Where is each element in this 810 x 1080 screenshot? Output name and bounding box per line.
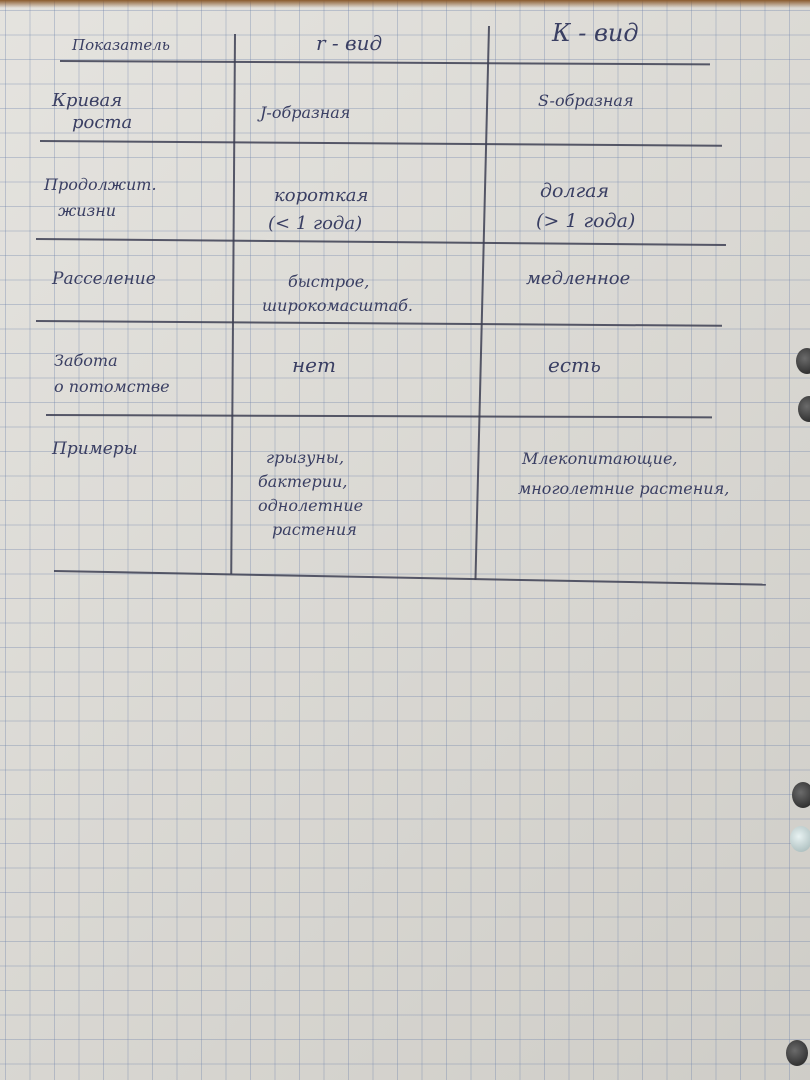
row-divider-1 bbox=[39, 140, 722, 147]
binder-hole bbox=[798, 396, 810, 422]
row-parental-care-r: нет bbox=[292, 353, 336, 377]
row-divider-4 bbox=[45, 414, 712, 418]
header-k-species: К - вид bbox=[552, 19, 639, 47]
row-lifespan-k: долгая (> 1 года) bbox=[536, 180, 636, 232]
row-examples-r: грызуны, бактерии, однолетние растения bbox=[258, 448, 364, 539]
binder-hole bbox=[796, 348, 810, 374]
row-divider-2 bbox=[35, 238, 726, 246]
row-examples-k: Млекопитающие, многолетние растения, bbox=[518, 449, 730, 498]
binder-hole bbox=[792, 782, 810, 808]
row-divider-bottom bbox=[53, 570, 766, 586]
header-r-species: r - вид bbox=[316, 31, 383, 55]
header-indicator: Показатель bbox=[72, 36, 170, 54]
binder-hole bbox=[790, 826, 810, 852]
row-lifespan-r: короткая (< 1 года) bbox=[268, 185, 369, 234]
row-examples-label: Примеры bbox=[52, 439, 138, 459]
row-dispersal-label: Расселение bbox=[52, 269, 156, 289]
row-dispersal-k: медленное bbox=[526, 268, 631, 289]
row-lifespan-label: Продолжит. жизни bbox=[44, 175, 157, 220]
row-divider-header bbox=[59, 60, 710, 65]
binder-hole bbox=[786, 1040, 808, 1066]
desk-edge bbox=[0, 0, 810, 8]
row-growth-curve-k: S-образная bbox=[538, 91, 634, 110]
row-parental-care-label: Забота о потомстве bbox=[54, 351, 170, 396]
row-parental-care-k: есть bbox=[548, 353, 601, 377]
row-growth-curve-label: Кривая роста bbox=[52, 90, 133, 133]
column-divider-1 bbox=[230, 33, 236, 574]
column-divider-2 bbox=[474, 25, 490, 580]
row-growth-curve-r: J-образная bbox=[260, 103, 351, 122]
row-divider-3 bbox=[35, 320, 722, 327]
row-dispersal-r: быстрое, широкомасштаб. bbox=[262, 272, 414, 315]
